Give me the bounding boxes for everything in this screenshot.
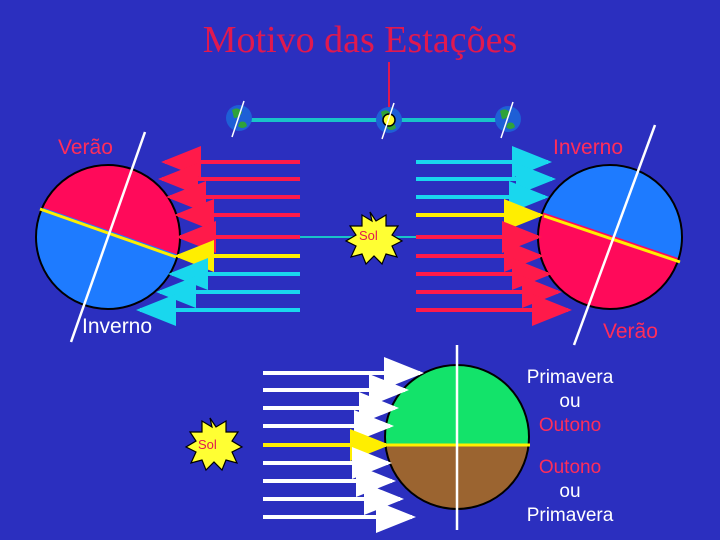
equinox-bottom-line2: ou — [559, 481, 581, 502]
orbit-sketch — [226, 62, 521, 140]
label-summer-right: Verão — [603, 320, 658, 343]
earth-icon-center — [376, 102, 402, 140]
sun-top — [300, 211, 416, 266]
equinox-bottom-line3: Primavera — [526, 505, 614, 526]
label-winter-right: Inverno — [553, 136, 624, 159]
sun-star-icon — [344, 211, 404, 266]
sun-label-top: Sol — [359, 228, 378, 243]
page-title: Motivo das Estações — [202, 19, 518, 61]
equinox-bottom-line1: Outono — [538, 457, 602, 478]
sun-bottom — [184, 417, 244, 472]
sun-label-bottom: Sol — [198, 437, 217, 452]
earth-icon-right — [495, 101, 521, 139]
equinox-top-line2: ou — [559, 391, 581, 412]
label-winter-left: Inverno — [82, 315, 153, 338]
earth-icon-left — [226, 100, 252, 138]
sun-star-icon — [184, 417, 244, 472]
equator-line — [39, 207, 177, 259]
equinox-top-line3: Outono — [538, 415, 602, 436]
rays-right — [416, 146, 572, 326]
earth-right-globe — [537, 124, 683, 346]
rays-bottom — [263, 357, 424, 533]
rays-left — [136, 146, 300, 326]
equinox-top-line1: Primavera — [526, 367, 614, 388]
equinox-label-top: Primavera ou Outono — [500, 366, 640, 438]
axis-line — [572, 124, 657, 346]
label-summer-left: Verão — [58, 136, 113, 159]
equinox-label-bottom: Outono ou Primavera — [500, 456, 640, 528]
axis-line — [69, 131, 147, 343]
